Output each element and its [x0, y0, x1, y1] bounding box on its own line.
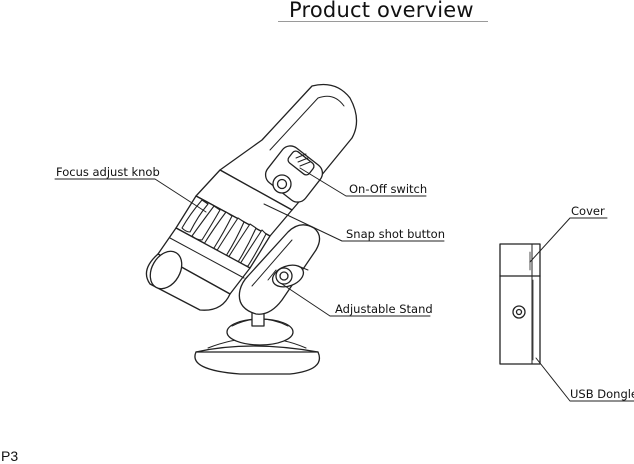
microscope-body-drawing: [145, 83, 358, 311]
callout-adjustable-stand: Adjustable Stand: [335, 302, 433, 316]
page-number: P3: [1, 448, 19, 464]
callout-on-off-switch: On-Off switch: [349, 182, 428, 196]
callout-cover: Cover: [571, 204, 605, 218]
callout-snap-shot-button: Snap shot button: [346, 227, 446, 241]
title-underline: [278, 21, 488, 22]
usb-dongle-drawing: [499, 243, 541, 365]
callout-focus-adjust-knob: Focus adjust knob: [56, 165, 160, 179]
stand-arm-drawing: [238, 224, 321, 315]
page-title: Product overview: [289, 0, 474, 22]
callout-usb-dongle: USB Dongle: [570, 387, 634, 401]
